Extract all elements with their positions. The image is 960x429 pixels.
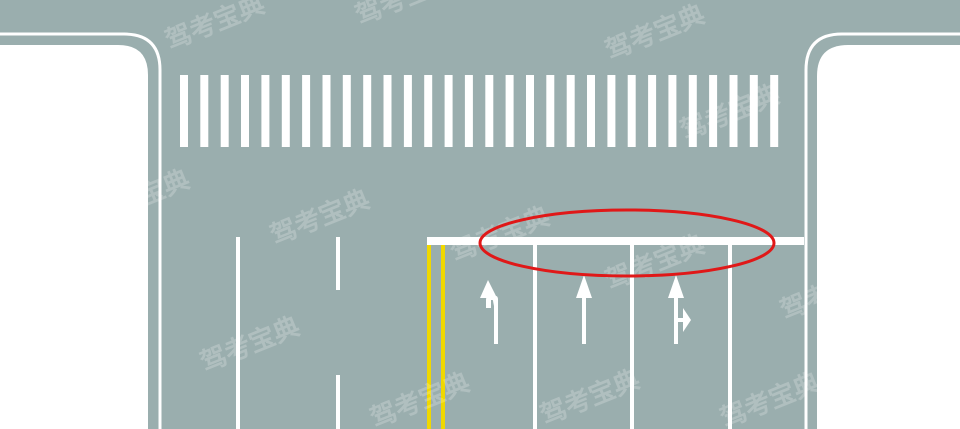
crosswalk-stripe — [749, 75, 758, 147]
crosswalk-stripe — [709, 75, 718, 147]
left-curb-line — [0, 32, 162, 429]
zebra-crosswalk — [180, 75, 779, 147]
highlight-ellipse — [478, 208, 776, 278]
lane-line-solid — [236, 237, 240, 429]
crosswalk-stripe — [729, 75, 738, 147]
stop-line — [427, 237, 804, 245]
left-turn-arrow — [480, 280, 498, 344]
crosswalk-stripe — [261, 75, 270, 147]
crosswalk-stripe — [200, 75, 209, 147]
crosswalk-stripe — [403, 75, 412, 147]
left-sidewalk — [0, 45, 148, 429]
crosswalk-stripe — [322, 75, 331, 147]
crosswalk-stripe — [566, 75, 575, 147]
crosswalk-stripe — [546, 75, 555, 147]
crosswalk-stripe — [485, 75, 494, 147]
crosswalk-stripe — [444, 75, 453, 147]
lane-divider — [728, 245, 732, 429]
crosswalk-stripe — [627, 75, 636, 147]
crosswalk-stripe — [648, 75, 657, 147]
crosswalk-stripe — [363, 75, 372, 147]
crosswalk-stripe — [770, 75, 779, 147]
crosswalk-stripe — [302, 75, 311, 147]
crosswalk-stripe — [241, 75, 249, 147]
center-line-yellow — [441, 245, 445, 429]
crosswalk-stripe — [505, 75, 514, 147]
straight-arrow — [576, 275, 592, 344]
crosswalk-stripe — [668, 75, 677, 147]
crosswalk-stripe — [424, 75, 433, 147]
lane-line-dashed — [336, 237, 340, 290]
crosswalk-stripe — [688, 75, 697, 147]
crosswalk-stripe — [180, 75, 188, 147]
crosswalk-stripe — [281, 75, 290, 147]
straight-right-arrow — [668, 275, 691, 344]
right-curb-line — [804, 32, 960, 429]
crosswalk-stripe — [383, 75, 392, 147]
crosswalk-stripe — [587, 75, 595, 147]
crosswalk-stripe — [342, 75, 351, 147]
crosswalk-stripe — [526, 75, 534, 147]
crosswalk-stripe — [220, 75, 229, 147]
lane-divider — [533, 245, 537, 429]
crosswalk-stripe — [607, 75, 616, 147]
lane-line-dashed — [336, 375, 340, 429]
center-line-yellow — [427, 245, 431, 429]
crosswalk-stripe — [464, 75, 473, 147]
right-sidewalk — [817, 45, 960, 429]
lane-divider — [630, 245, 634, 429]
